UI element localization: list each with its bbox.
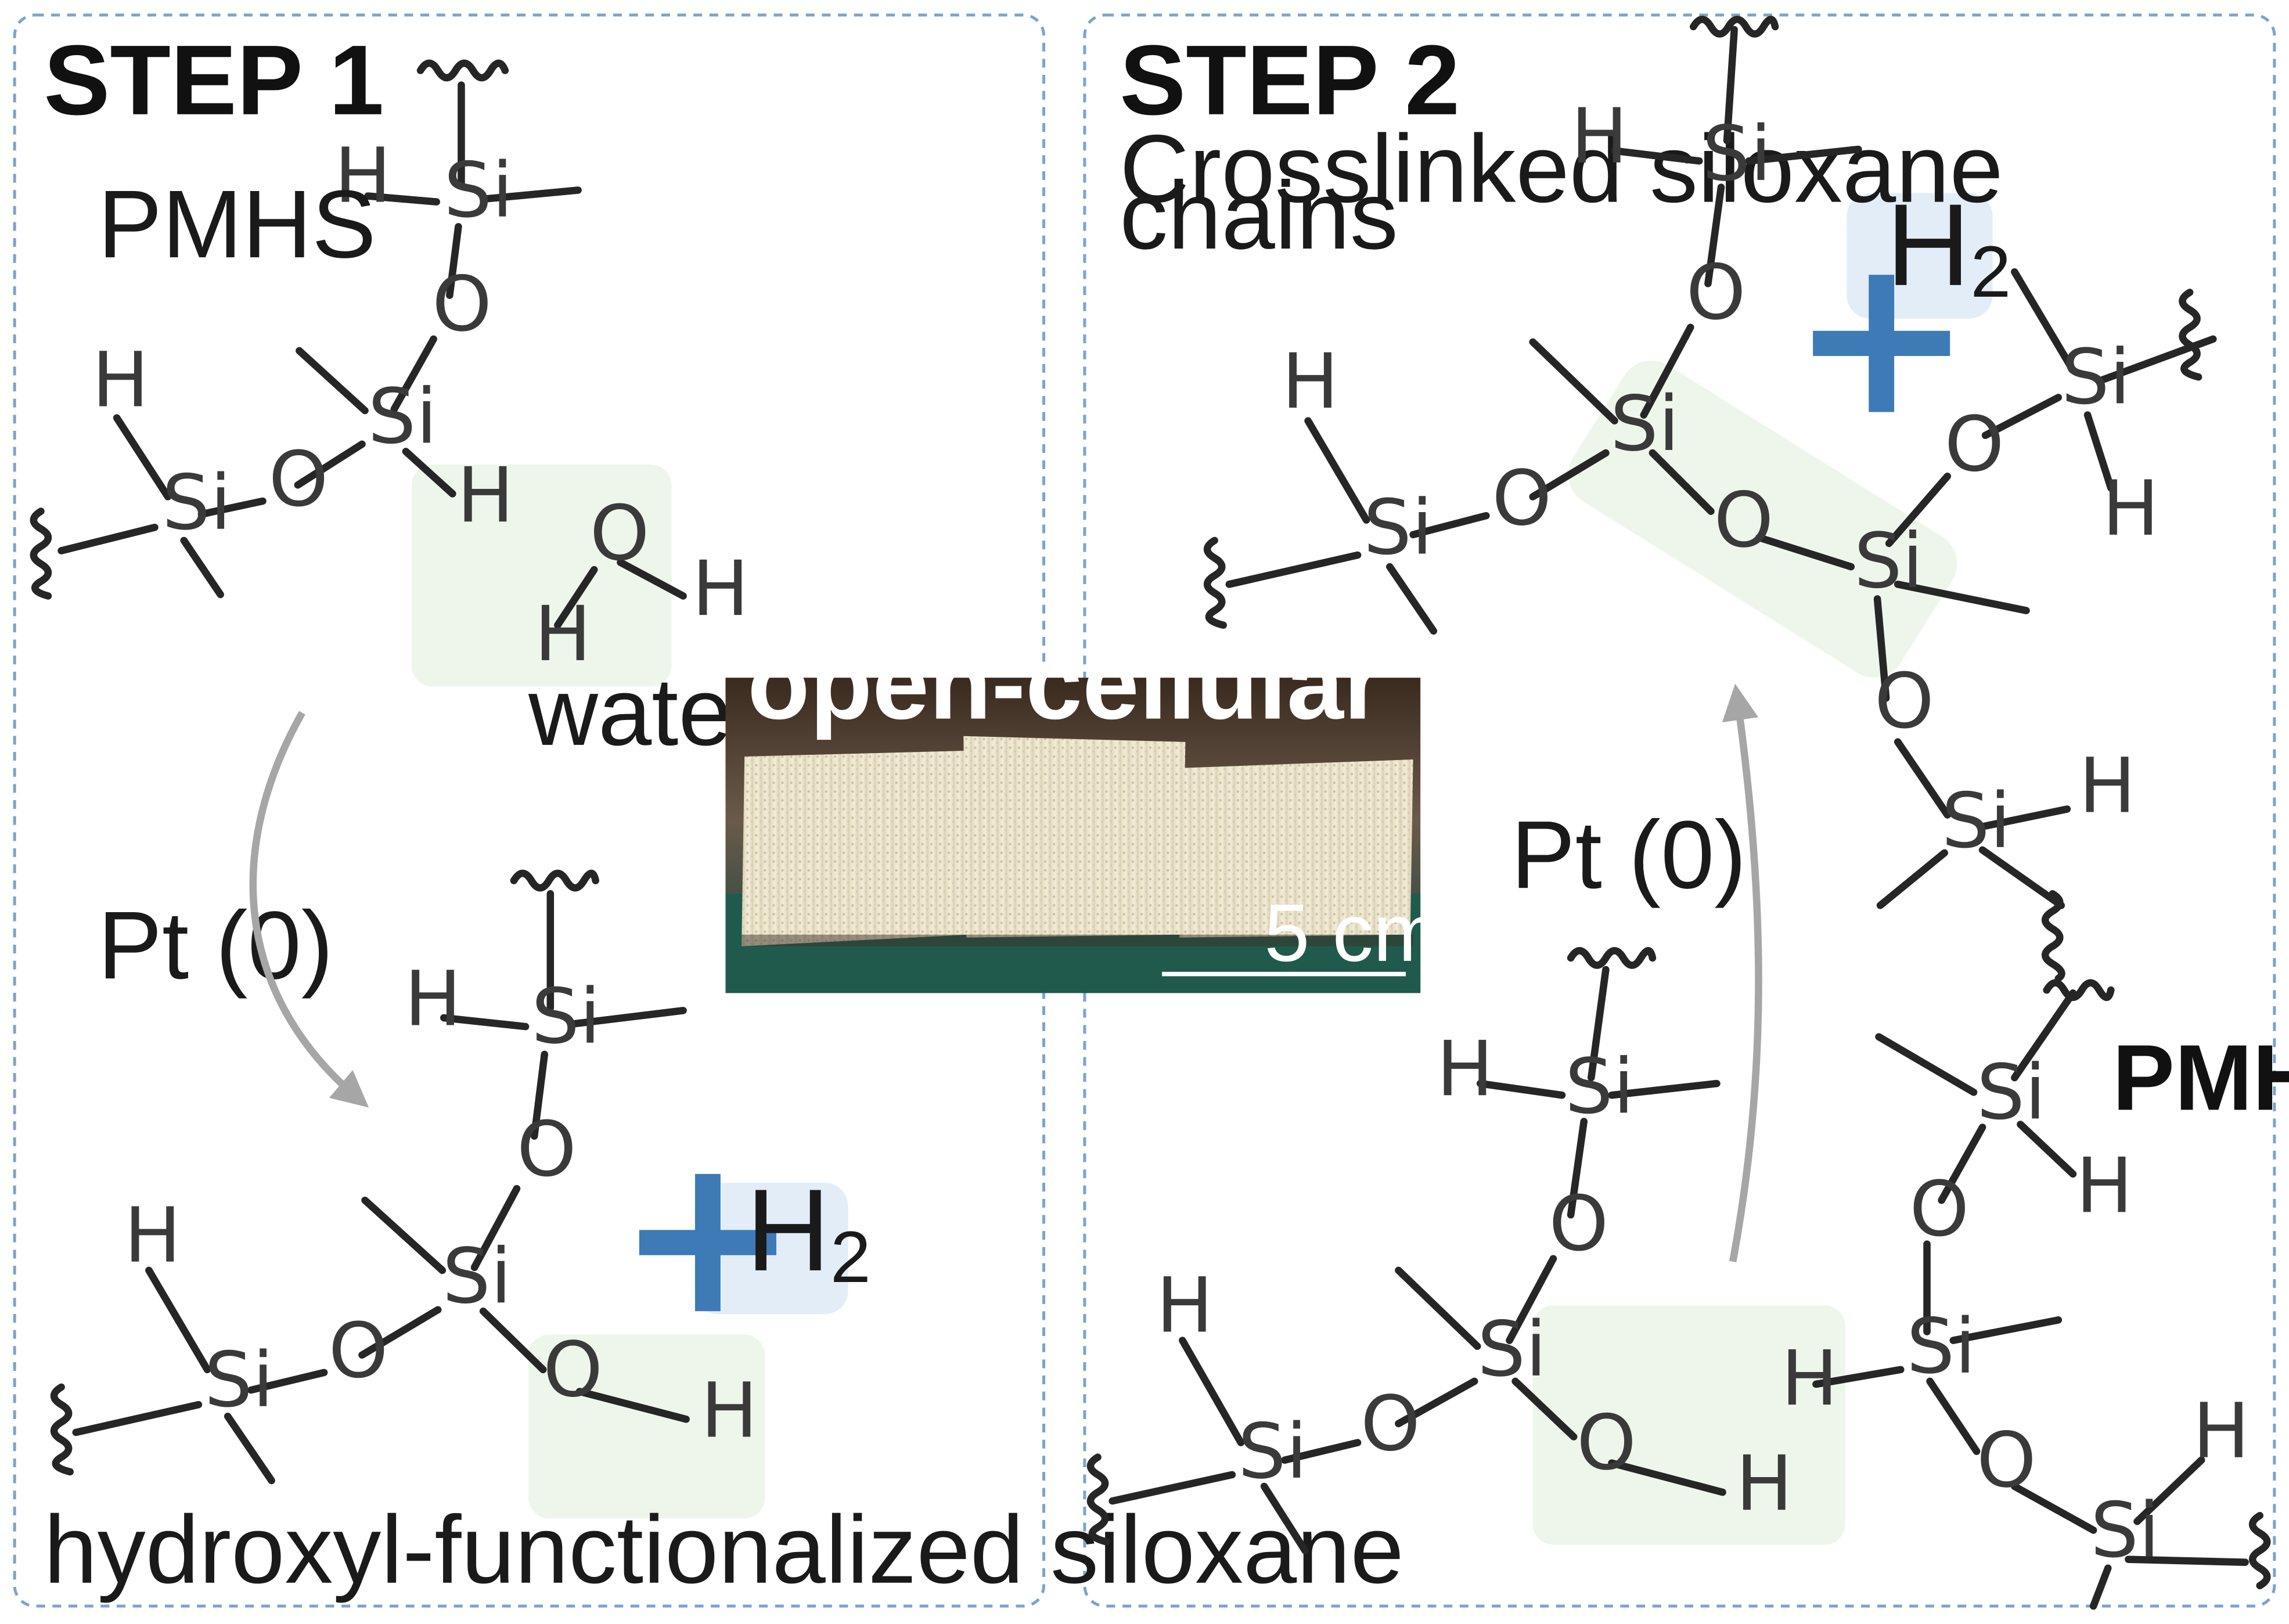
atom-h: H <box>2193 1387 2250 1475</box>
atom-o: O <box>1909 1165 1969 1254</box>
atom-h: H <box>92 336 149 424</box>
crosslinked-molecule <box>1203 16 2217 982</box>
catalyst-label-step1: Pt (0) <box>98 892 333 999</box>
hydroxyl-siloxane-molecule <box>50 869 690 1485</box>
atom-h: H <box>701 1367 758 1455</box>
atom-o: O <box>1874 657 1934 746</box>
hydroxyl-highlight <box>528 1334 765 1519</box>
atom-si: Si <box>1942 777 2011 865</box>
atom-h: H <box>2102 464 2159 553</box>
atom-h: H <box>124 1191 181 1280</box>
atom-si: Si <box>162 459 231 547</box>
foam-block-left <box>742 750 970 946</box>
pmhs-molecule-step1 <box>30 59 582 600</box>
foam-block-right <box>1176 759 1413 938</box>
atom-si: Si <box>1702 110 1771 198</box>
atom-h: H <box>692 545 749 633</box>
atom-h: H <box>2076 1142 2133 1230</box>
atom-h: H <box>457 451 514 539</box>
water-highlight <box>411 464 672 687</box>
water-molecule <box>554 559 687 629</box>
atom-o: O <box>1492 454 1552 542</box>
atom-o: O <box>1714 476 1773 564</box>
reaction-arrow-step1 <box>249 711 369 1108</box>
step2-hydroxyl-molecule <box>1086 947 1726 1554</box>
crosslinked-label-line1: Crosslinked siloxane <box>1120 116 2003 223</box>
atom-si: Si <box>2061 333 2130 422</box>
water-label: water <box>528 658 764 766</box>
atom-o: O <box>517 1105 577 1193</box>
atom-h: H <box>2079 741 2136 830</box>
atom-si: Si <box>1565 1042 1634 1130</box>
atom-si: Si <box>2090 1486 2160 1575</box>
atom-si: Si <box>1477 1305 1546 1393</box>
pmhs-molecule-step2 <box>1812 979 2271 1610</box>
h2-highlight-step1 <box>694 1183 848 1315</box>
atom-h: H <box>1781 1334 1838 1423</box>
atom-si: Si <box>1854 517 1923 605</box>
atom-h: H <box>1156 1261 1213 1349</box>
atom-o: O <box>590 489 650 578</box>
h2-label-step1: H2 <box>746 1165 871 1298</box>
atom-si: Si <box>1977 1048 2046 1136</box>
atom-o: O <box>1361 1380 1420 1468</box>
step2-hydroxyl-highlight <box>1532 1305 1845 1545</box>
step2-title: STEP 2 <box>1120 25 1460 136</box>
atom-si: Si <box>1363 484 1433 572</box>
atom-h: H <box>1736 1439 1793 1528</box>
atom-h: H <box>534 590 591 678</box>
atom-si: Si <box>1610 380 1679 468</box>
step1-title: STEP 1 <box>44 25 384 136</box>
product-label-step1: hydroxyl-functionalized siloxane <box>44 1496 1403 1604</box>
scale-bar-label: 5 cm <box>1264 887 1441 978</box>
atom-o: O <box>432 260 492 348</box>
atom-h: H <box>334 132 391 220</box>
atom-h: H <box>1571 92 1628 181</box>
atom-si: Si <box>1238 1407 1307 1496</box>
atom-o: O <box>329 1306 388 1395</box>
plus-sign-step1: + <box>616 1108 800 1363</box>
atom-si: Si <box>444 146 513 235</box>
atom-o: O <box>543 1326 603 1414</box>
atom-o: O <box>1577 1399 1636 1487</box>
atom-si: Si <box>442 1232 512 1320</box>
crosslink-highlight <box>1568 360 1957 678</box>
foam-block-middle <box>963 736 1186 938</box>
atom-si: Si <box>1906 1302 1975 1391</box>
atom-si: Si <box>531 973 600 1061</box>
atom-o: O <box>269 435 329 524</box>
plus-sign-step2: + <box>1790 209 1973 464</box>
atom-si: Si <box>204 1336 273 1424</box>
atom-o: O <box>1977 1416 2036 1504</box>
pmhs-label-step2: PMHS <box>2112 1025 2289 1130</box>
atom-h: H <box>1437 1025 1493 1113</box>
h2-highlight-step2 <box>1847 193 1993 319</box>
atom-o: O <box>1686 249 1746 337</box>
atom-h: H <box>404 955 461 1043</box>
atom-h: H <box>1282 337 1338 426</box>
atom-o: O <box>1549 1180 1608 1268</box>
reaction-arrow-step2 <box>1722 683 1762 1262</box>
photo-title: open-cellular foams <box>747 627 1712 741</box>
catalyst-label-step2: Pt (0) <box>1511 801 1747 909</box>
atom-si: Si <box>368 372 437 460</box>
atom-o: O <box>1945 400 2004 488</box>
crosslinked-label-line2: chains <box>1120 162 1398 269</box>
pmhs-label-step1: PMHS <box>98 171 376 278</box>
foam-photo: open-cellular foams 5 cm <box>725 627 1713 993</box>
h2-label-step2: H2 <box>1886 179 2011 312</box>
